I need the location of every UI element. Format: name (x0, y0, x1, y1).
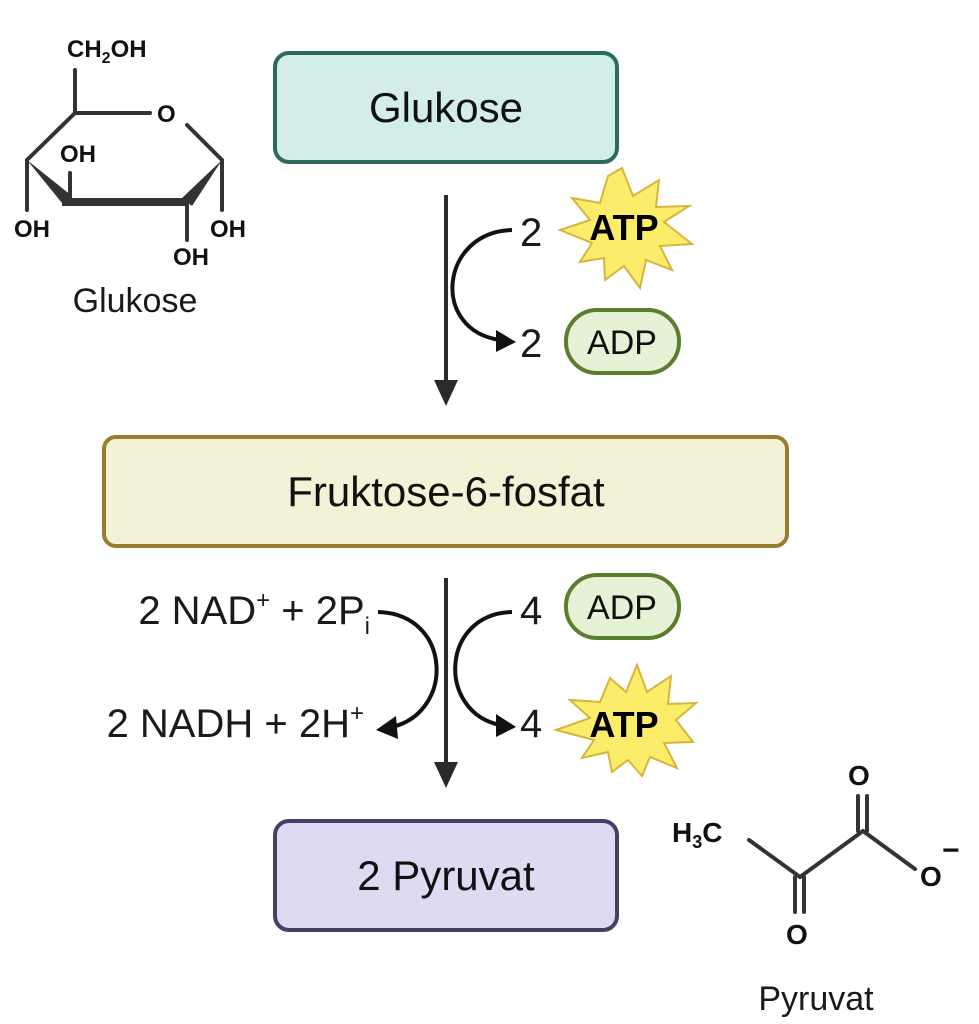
negative-charge: − (942, 834, 960, 867)
nad-pi-text: 2 NAD+ + 2Pi (138, 587, 370, 640)
step1-adp-coef: 2 (520, 322, 542, 366)
glucose-box: Glukose (273, 51, 619, 164)
bond (747, 838, 802, 879)
carbonyl-o-top: O (848, 760, 870, 791)
step2-left-curved-arrow (377, 610, 439, 729)
step2-right-curved-arrow-head (496, 714, 516, 737)
step1-adp-pill (564, 308, 681, 375)
carbonyl-o-bottom: O (786, 919, 808, 950)
bond (861, 829, 917, 871)
ch2oh-label: CH2OH (67, 36, 147, 67)
glucose-structure-caption: Glukose (73, 282, 198, 320)
wedge-bond (62, 198, 186, 206)
wedge-bond (27, 160, 72, 203)
bond (185, 123, 224, 162)
step1-atp-coef: 2 (520, 211, 542, 255)
main-arrow-1-head (434, 380, 458, 406)
glucose-box-rect (273, 51, 619, 164)
fructose-box: Fruktose-6-fosfat (102, 435, 789, 548)
step1-curved-arrow (450, 228, 513, 342)
oh-right-label: OH (210, 216, 246, 243)
step2-right-curved-arrow (453, 610, 513, 727)
step2-adp-label: ADP (587, 589, 657, 627)
ring-oxygen-label: O (157, 101, 176, 128)
fructose-box-label: Fruktose-6-fosfat (287, 468, 605, 515)
main-arrow-2-head (434, 762, 458, 788)
oh-top-label: OH (60, 141, 96, 168)
pyruvate-box-rect (273, 819, 619, 932)
step2-left-curved-arrow-head (376, 716, 398, 739)
bond (25, 111, 77, 162)
step2-adp-pill (564, 573, 681, 640)
step1-adp-label: ADP (587, 324, 657, 362)
step2-atp-burst (552, 662, 699, 778)
h3c-label: H3C (672, 817, 722, 852)
oh-left-label: OH (14, 216, 50, 243)
pyruvate-box: 2 Pyruvat (273, 819, 619, 932)
pyruvate-labels: H3C O O O − (672, 760, 960, 950)
fructose-box-rect (102, 435, 789, 548)
glucose-structure (25, 68, 224, 242)
nadh-h-text: 2 NADH + 2H+ (107, 700, 364, 746)
bond (798, 829, 865, 879)
glucose-labels: CH2OH O OH OH OH OH (14, 36, 246, 271)
pyruvate-box-label: 2 Pyruvat (357, 852, 535, 899)
step2-adp-coef: 4 (520, 589, 542, 633)
oh-bottom-label: OH (173, 244, 209, 271)
step2-atp-coef: 4 (520, 702, 542, 746)
step2-atp-label: ATP (589, 704, 658, 745)
glucose-box-label: Glukose (369, 84, 523, 131)
step1-curved-arrow-head (496, 330, 516, 352)
wedge-bond (182, 160, 222, 206)
pyruvate-structure (747, 794, 917, 914)
step1-atp-burst (557, 166, 695, 291)
pyruvate-structure-caption: Pyruvat (758, 980, 874, 1018)
carboxylate-o: O (920, 861, 942, 892)
step1-atp-label: ATP (589, 207, 658, 248)
